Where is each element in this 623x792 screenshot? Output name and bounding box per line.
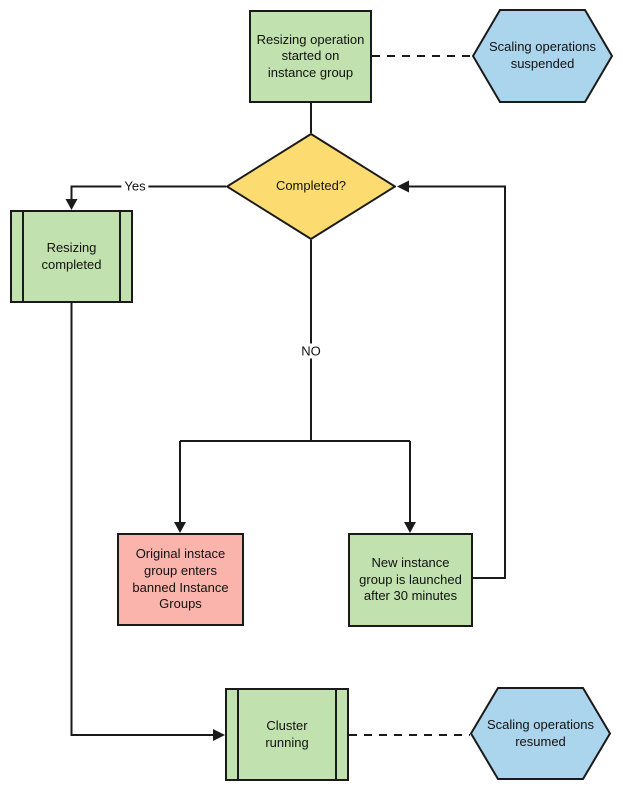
new-group-label: New instance group is launched after 30 … — [359, 555, 462, 604]
resizing-completed-label: Resizing completed — [41, 239, 102, 272]
arrowhead-banned — [174, 522, 186, 533]
hexagon-resumed-label: Scaling operations resumed — [487, 716, 594, 749]
edge-label-no: NO — [298, 343, 324, 359]
predefined-resizing-completed: Resizing completed — [10, 210, 133, 303]
edge-resizing-cluster — [70, 303, 213, 736]
arrowhead-newgroup — [404, 522, 416, 533]
predefined-bar-left — [237, 690, 239, 779]
predefined-bar-right — [335, 690, 337, 779]
predefined-cluster-running: Cluster running — [225, 688, 349, 781]
hexagon-suspended: Scaling operations suspended — [472, 9, 613, 103]
banned-groups-label: Original instace group enters banned Ins… — [132, 546, 229, 612]
predefined-bar-right — [119, 212, 121, 301]
hexagon-resumed-shape — [470, 687, 611, 780]
edge-label-yes: Yes — [121, 178, 149, 194]
hexagon-resumed: Scaling operations resumed — [470, 687, 611, 780]
cluster-running-label: Cluster running — [265, 717, 309, 750]
decision-diamond-shape — [226, 133, 396, 240]
new-group-node: New instance group is launched after 30 … — [348, 533, 473, 627]
arrowhead-resizing — [65, 199, 78, 210]
banned-groups-node: Original instace group enters banned Ins… — [117, 533, 244, 626]
decision-diamond-label: Completed? — [275, 178, 347, 194]
start-node: Resizing operation started on instance g… — [249, 10, 372, 103]
arrowhead-decision — [397, 180, 409, 193]
edge-newgroup-decision — [408, 185, 506, 579]
predefined-bar-left — [22, 212, 24, 301]
hexagon-suspended-shape — [472, 9, 613, 103]
hexagon-suspended-label: Scaling operations suspended — [489, 39, 596, 71]
arrowhead-cluster — [213, 729, 225, 741]
edge-decision-resizing — [70, 185, 226, 200]
start-node-label: Resizing operation started on instance g… — [256, 31, 365, 80]
decision-diamond: Completed? — [226, 133, 396, 240]
